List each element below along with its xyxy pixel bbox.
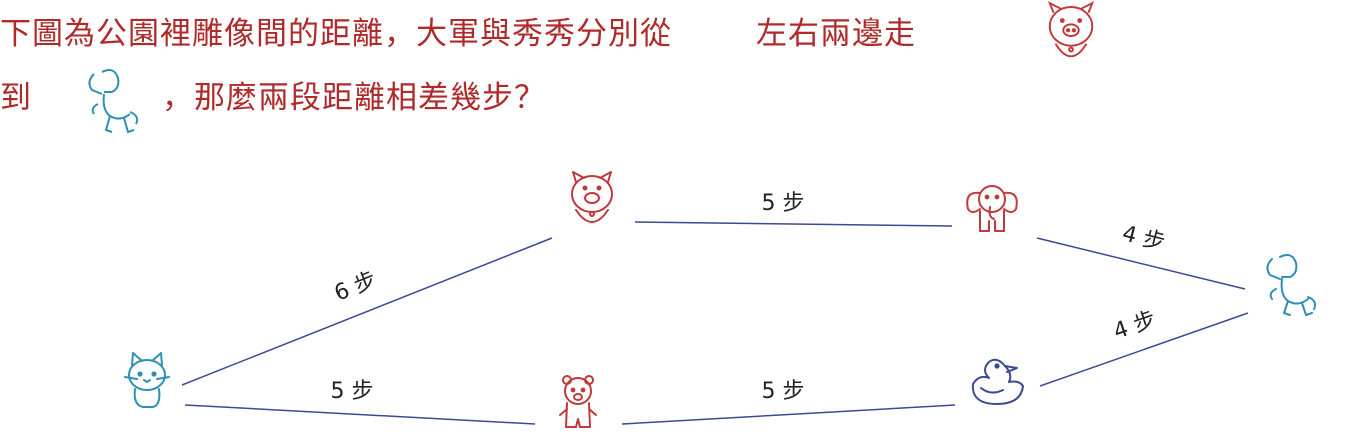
edge-label-bear-duck: 5 步: [762, 379, 805, 404]
cat-icon: [124, 352, 170, 408]
bear-icon: [559, 375, 597, 428]
elephant-icon: [966, 185, 1018, 232]
edge-label-pig-elephant: 5 步: [762, 191, 805, 216]
pig-icon: [571, 171, 613, 223]
edge-bear-duck: [621, 404, 956, 425]
edge-label-duck-horse: 4 步: [1110, 307, 1159, 345]
question-text-2b: ，那麼兩段距離相差幾步？: [162, 80, 546, 116]
duck-icon: [971, 358, 1024, 405]
edge-label-cat-pig: 6 步: [331, 267, 380, 306]
horse-icon: [1266, 254, 1317, 316]
question-text-2a: 到: [0, 80, 32, 116]
edge-label-cat-bear: 5 步: [331, 379, 374, 404]
edge-label-elephant-horse: 4 步: [1120, 221, 1168, 256]
edge-cat-bear: [184, 404, 536, 425]
edge-pig-elephant: [634, 221, 953, 227]
question-text-1a: 下圖為公園裡雕像間的距離，大軍與秀秀分別從: [0, 16, 672, 52]
edge-cat-pig: [181, 237, 553, 386]
question-line-2: 到 ，那麼兩段距離相差幾步？: [0, 72, 546, 117]
question-line-1: 下圖為公園裡雕像間的距離，大軍與秀秀分別從 左右兩邊走: [0, 8, 916, 53]
question-text-1b: 左右兩邊走: [756, 16, 916, 52]
question-horse-icon: [88, 69, 139, 134]
edge-duck-horse: [1039, 312, 1249, 387]
edge-elephant-horse: [1036, 237, 1246, 290]
question-pig-icon: [1047, 1, 1095, 58]
